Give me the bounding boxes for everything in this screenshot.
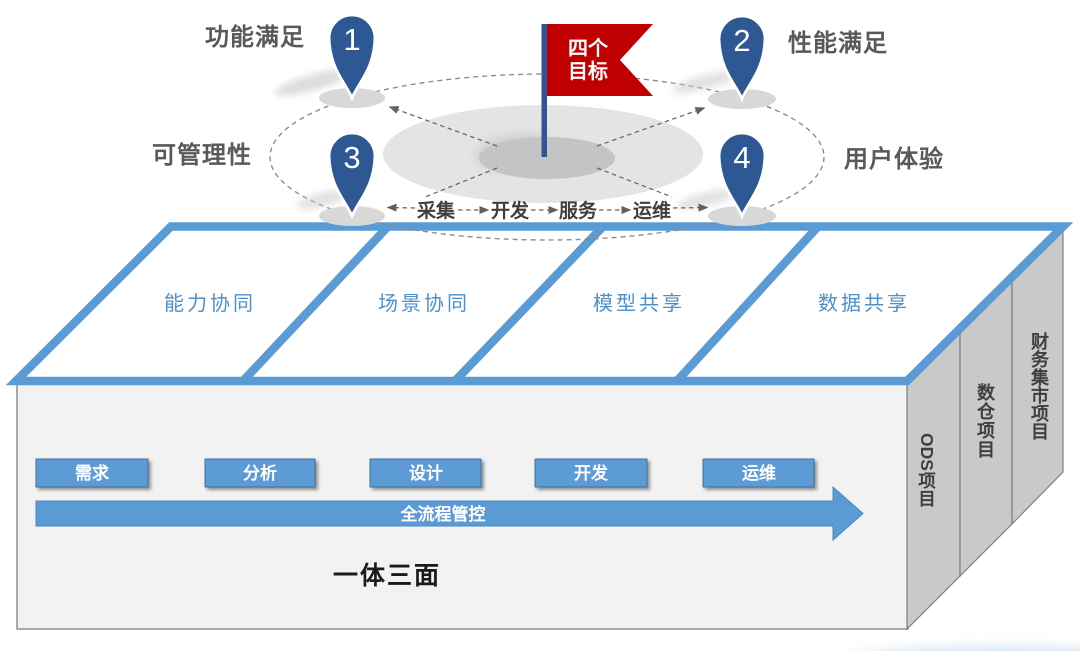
- svg-text:市: 市: [1031, 385, 1049, 406]
- svg-text:服务: 服务: [559, 199, 598, 222]
- svg-text:能力协同: 能力协同: [164, 292, 256, 315]
- svg-text:项: 项: [918, 471, 936, 491]
- svg-text:项: 项: [977, 421, 995, 441]
- svg-text:设计: 设计: [409, 463, 443, 483]
- svg-text:开发: 开发: [491, 199, 530, 222]
- svg-text:项: 项: [1031, 404, 1049, 424]
- svg-text:四个: 四个: [568, 37, 609, 60]
- svg-text:2: 2: [733, 23, 750, 58]
- svg-text:性能满足: 性能满足: [788, 29, 888, 57]
- svg-text:务: 务: [1031, 349, 1050, 370]
- svg-text:模型共享: 模型共享: [593, 292, 685, 315]
- svg-text:集: 集: [1030, 367, 1050, 388]
- svg-text:1: 1: [343, 22, 360, 57]
- svg-text:开发: 开发: [574, 463, 609, 483]
- svg-text:需求: 需求: [75, 463, 109, 483]
- svg-text:目: 目: [1031, 422, 1049, 442]
- svg-text:目: 目: [918, 489, 936, 509]
- svg-text:全流程管控: 全流程管控: [400, 504, 486, 524]
- svg-text:数据共享: 数据共享: [818, 292, 910, 315]
- svg-text:3: 3: [343, 140, 360, 175]
- svg-text:用户体验: 用户体验: [844, 145, 944, 173]
- svg-text:采集: 采集: [417, 199, 456, 222]
- svg-text:可管理性: 可管理性: [152, 141, 252, 169]
- svg-text:运维: 运维: [633, 199, 671, 222]
- svg-text:运维: 运维: [742, 463, 776, 483]
- svg-text:功能满足: 功能满足: [205, 23, 305, 51]
- svg-text:目: 目: [977, 440, 995, 460]
- svg-text:场景协同: 场景协同: [378, 292, 470, 315]
- svg-text:数: 数: [977, 382, 996, 403]
- svg-text:仓: 仓: [976, 401, 996, 422]
- svg-text:分析: 分析: [243, 463, 277, 483]
- svg-text:财: 财: [1031, 331, 1049, 352]
- svg-text:一体三面: 一体三面: [333, 562, 441, 590]
- svg-text:ODS: ODS: [917, 433, 937, 471]
- svg-text:4: 4: [733, 140, 750, 175]
- svg-text:目标: 目标: [568, 60, 608, 83]
